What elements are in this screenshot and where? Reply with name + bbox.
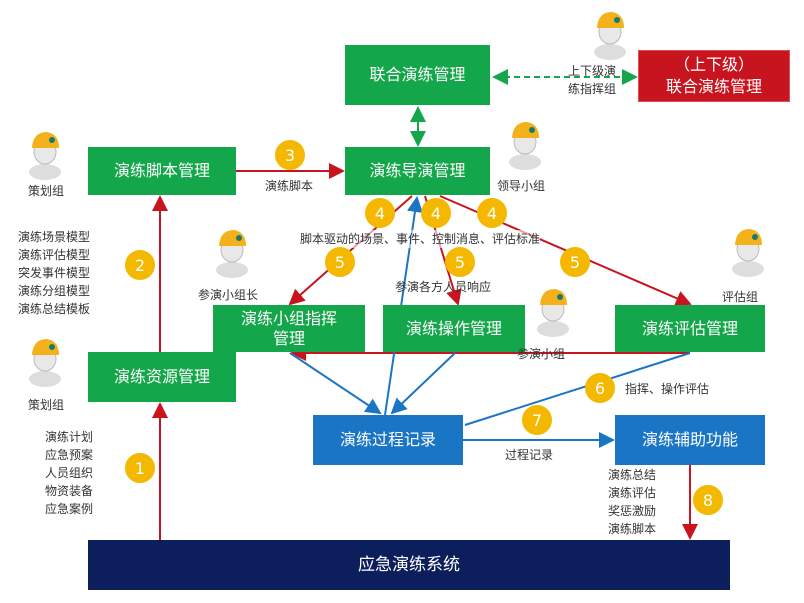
- list-item: 演练评估模型: [18, 248, 91, 262]
- box-label: 演练资源管理: [113, 367, 210, 386]
- role-upper-command: 上下级演练指挥组: [568, 62, 616, 98]
- list-item: 奖惩激励: [608, 504, 657, 518]
- box-label: 演练评估管理: [641, 318, 738, 338]
- list-item: 演练评估: [608, 486, 657, 500]
- box-label: 联合演练管理: [369, 65, 466, 84]
- step-badge-4: 4: [477, 198, 507, 228]
- resource-management-box[interactable]: 演练资源管理: [88, 352, 236, 402]
- label-script-flow: 演练脚本: [265, 179, 314, 193]
- box-label: 演练过程记录: [339, 430, 436, 449]
- role-participant-team: 参演小组: [517, 347, 566, 361]
- evaluation-management-box[interactable]: 演练评估管理: [615, 305, 765, 352]
- step-badge-5: 5: [445, 247, 475, 277]
- director-management-box[interactable]: 演练导演管理: [345, 147, 490, 195]
- role-team-leader: 参演小组长: [198, 288, 259, 302]
- label-response: 参演各方人员响应: [395, 280, 492, 294]
- role-label: 练指挥组: [568, 82, 617, 96]
- list-item: 人员组织: [45, 466, 94, 480]
- box-label: 管理: [272, 328, 305, 348]
- list-item: 应急案例: [45, 502, 94, 516]
- list-item: 物资装备: [45, 484, 94, 498]
- step-badge-4: 4: [365, 198, 395, 228]
- step-badge-5: 5: [560, 247, 590, 277]
- step-badge-6: 6: [585, 373, 615, 403]
- step-badge-7: 7: [522, 405, 552, 435]
- list-item: 突发事件模型: [18, 266, 91, 280]
- joint-drill-management-box[interactable]: 联合演练管理: [345, 45, 490, 105]
- list-item: 演练总结模板: [18, 302, 91, 316]
- auxiliary-function-box[interactable]: 演练辅助功能: [615, 415, 765, 465]
- list-item: 演练脚本: [608, 522, 657, 536]
- role-planning-bottom: 策划组: [28, 398, 65, 412]
- upper-lower-joint-drill-box[interactable]: （上下级） 联合演练管理: [638, 50, 790, 102]
- person-helmet-icon: [594, 12, 626, 60]
- person-helmet-icon: [509, 122, 541, 170]
- step-badge-5: 5: [325, 247, 355, 277]
- person-helmet-icon: [732, 229, 764, 277]
- person-helmet-icon: [216, 230, 248, 278]
- box-label: 演练操作管理: [405, 318, 502, 338]
- person-helmet-icon: [537, 289, 569, 337]
- label-command-eval: 指挥、操作评估: [625, 382, 710, 396]
- box-label: 应急演练系统: [358, 555, 460, 575]
- box-label: 演练导演管理: [369, 161, 466, 180]
- step-badge-1: 1: [125, 453, 155, 483]
- step-badge-8: 8: [693, 485, 723, 515]
- model-list: 演练场景模型演练评估模型突发事件模型演练分组模型演练总结模板: [18, 228, 90, 318]
- box-label: 演练脚本管理: [113, 161, 210, 180]
- label-script-driven: 脚本驱动的场景、事件、控制消息、评估标准: [300, 230, 541, 248]
- list-item: 演练总结: [608, 468, 657, 482]
- list-item: 演练计划: [45, 430, 94, 444]
- resource-list: 演练计划应急预案人员组织物资装备应急案例: [45, 428, 93, 518]
- script-management-box[interactable]: 演练脚本管理: [88, 147, 236, 195]
- box-label: 演练小组指挥: [240, 308, 337, 328]
- process-record-box[interactable]: 演练过程记录: [313, 415, 463, 465]
- operation-management-box[interactable]: 演练操作管理: [383, 305, 525, 352]
- list-item: 演练分组模型: [18, 284, 91, 298]
- list-item: 应急预案: [45, 448, 94, 462]
- role-evaluation-team: 评估组: [722, 290, 759, 304]
- label-record-flow: 过程记录: [505, 448, 554, 462]
- role-planning-top: 策划组: [28, 184, 65, 198]
- role-leadership: 领导小组: [497, 179, 546, 193]
- person-helmet-icon: [29, 339, 61, 387]
- step-badge-2: 2: [125, 250, 155, 280]
- list-item: 演练场景模型: [18, 230, 91, 244]
- box-label: 演练辅助功能: [641, 430, 738, 449]
- step-badge-4: 4: [421, 198, 451, 228]
- step-badge-3: 3: [275, 140, 305, 170]
- box-label: （上下级）: [673, 55, 754, 74]
- person-helmet-icon: [29, 132, 61, 180]
- box-label: 联合演练管理: [665, 77, 762, 96]
- emergency-drill-system-bar[interactable]: 应急演练系统: [88, 540, 730, 590]
- team-command-management-box[interactable]: 演练小组指挥管理: [213, 305, 365, 352]
- role-label: 上下级演: [568, 64, 617, 78]
- auxiliary-list: 演练总结演练评估奖惩激励演练脚本: [608, 466, 656, 538]
